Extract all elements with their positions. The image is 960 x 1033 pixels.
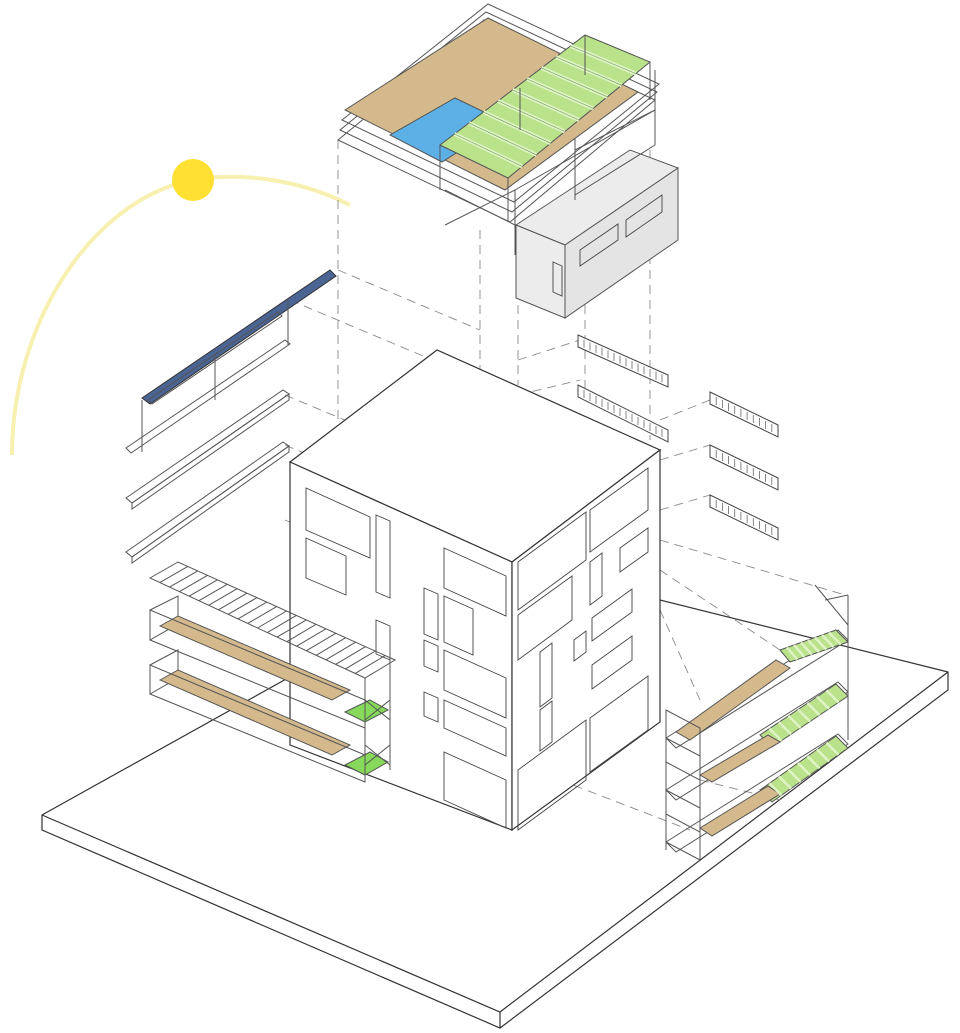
balustrade-panel xyxy=(709,391,779,438)
grate-bar xyxy=(227,597,258,615)
green-slat xyxy=(814,636,828,651)
main-building xyxy=(288,349,662,832)
left-lower-deck xyxy=(158,669,352,756)
green-slat xyxy=(768,782,783,797)
green-slat xyxy=(787,768,802,783)
balustrade-panels xyxy=(577,334,779,541)
sun-icon xyxy=(172,159,214,201)
right-upper-deck xyxy=(675,659,791,741)
pergola-slat-edge xyxy=(541,67,608,98)
pergola-slat-edge xyxy=(497,100,565,132)
balustrade-panel xyxy=(709,494,779,541)
right-green-slats xyxy=(768,631,842,797)
balustrade-panel xyxy=(577,384,669,443)
grate-bar xyxy=(286,623,317,643)
grate-bar xyxy=(208,588,238,606)
grate-bar xyxy=(325,641,356,661)
grate-bar xyxy=(306,632,337,652)
sun-path-group xyxy=(10,159,351,456)
pergola-slat-edge xyxy=(468,122,537,156)
pergola-slat-edge xyxy=(555,56,622,86)
grate-bar xyxy=(188,579,218,597)
grate-bar xyxy=(198,583,228,602)
green-slat xyxy=(821,634,835,648)
green-slat xyxy=(793,644,806,658)
pergola-slat-edge xyxy=(570,45,636,74)
rooftop-service-box xyxy=(514,149,680,319)
grate-bar xyxy=(159,566,189,583)
pergola-slats xyxy=(453,44,637,169)
grate-bar xyxy=(267,615,297,633)
green-slat xyxy=(806,755,821,770)
pergola-slat-edge xyxy=(454,133,523,167)
grate-bar xyxy=(315,637,346,656)
green-slat xyxy=(828,631,842,646)
grate-bar xyxy=(345,650,376,670)
green-slat xyxy=(768,727,783,742)
pergola-slat-edge xyxy=(512,89,580,121)
green-slat xyxy=(797,708,811,723)
grate-bar xyxy=(257,610,287,629)
green-slat xyxy=(825,741,840,756)
left-balcony-grate xyxy=(159,566,386,674)
balustrade-panel xyxy=(709,444,779,491)
grate-bar xyxy=(247,606,277,624)
grate-bar xyxy=(179,574,208,593)
green-slat xyxy=(778,775,792,790)
green-slat xyxy=(807,639,820,653)
left-rails xyxy=(125,389,290,564)
green-slat xyxy=(806,702,821,717)
grate-bar xyxy=(218,592,248,611)
grate-bar xyxy=(296,628,327,647)
green-slat xyxy=(778,721,792,736)
grate-bar xyxy=(354,655,386,674)
green-slat xyxy=(816,748,830,763)
balustrade-panel xyxy=(577,334,669,388)
rooftop-module xyxy=(337,3,680,319)
green-slat xyxy=(800,641,813,656)
pergola-slat-edge xyxy=(483,111,551,144)
green-slat xyxy=(825,689,840,704)
right-facade-windows xyxy=(517,467,649,831)
left-facade-windows xyxy=(305,487,507,829)
grate-bar xyxy=(335,646,366,665)
grate-bar xyxy=(237,601,268,620)
sun-path-arc xyxy=(10,174,351,456)
grate-bar xyxy=(276,619,307,638)
green-slat xyxy=(786,646,799,661)
right-balcony-module xyxy=(665,584,849,861)
green-slat xyxy=(816,695,830,710)
grate-bar xyxy=(169,570,198,588)
left-balcony-module xyxy=(148,561,397,783)
right-middle-deck xyxy=(699,734,781,783)
green-slat xyxy=(787,714,802,729)
solar-canopy xyxy=(125,269,337,454)
green-slat xyxy=(797,762,811,776)
left-upper-planter xyxy=(343,699,390,723)
pergola-slat-edge xyxy=(526,78,594,109)
